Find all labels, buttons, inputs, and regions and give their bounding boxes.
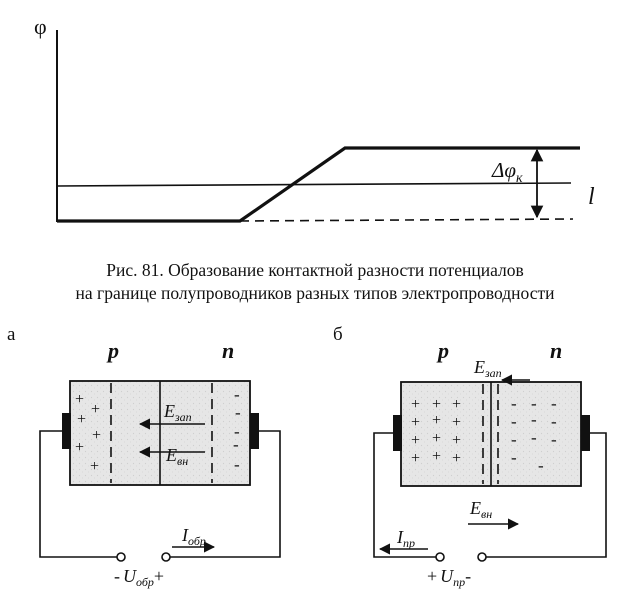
svg-text:+: + bbox=[452, 432, 461, 449]
svg-text:+: + bbox=[77, 411, 86, 428]
svg-text:-: - bbox=[234, 422, 240, 441]
svg-text:+: + bbox=[452, 396, 461, 413]
svg-text:+: + bbox=[92, 427, 101, 444]
svg-text:-: - bbox=[531, 428, 537, 447]
svg-text:-: - bbox=[511, 412, 517, 431]
svg-text:+: + bbox=[75, 439, 84, 456]
panel-b-circuit-right bbox=[486, 432, 607, 558]
panel-b-p-label: p bbox=[436, 338, 449, 363]
panel-a-barrier-field-label: Eзап bbox=[163, 401, 192, 424]
svg-text:-: - bbox=[538, 456, 544, 475]
fermi-level-line bbox=[56, 182, 572, 187]
svg-text:+: + bbox=[452, 450, 461, 467]
reference-dashed-line bbox=[239, 218, 574, 222]
svg-text:-: - bbox=[551, 412, 557, 431]
svg-text:-: - bbox=[531, 394, 537, 413]
svg-text:-: - bbox=[531, 410, 537, 429]
svg-text:-: - bbox=[511, 448, 517, 467]
svg-text:-: - bbox=[511, 394, 517, 413]
panel-a-voltage-label: -Uобр+ bbox=[114, 566, 164, 589]
panel-b-barrier-field-label: Eзап bbox=[473, 357, 502, 380]
svg-text:+: + bbox=[432, 412, 441, 429]
panel-a-reverse-bias: а p n ++ ++ ++ -- -- - Eзап Eвн Iобр -Uо… bbox=[7, 324, 281, 589]
svg-text:-: - bbox=[551, 394, 557, 413]
panel-a-current-label: Iобр bbox=[181, 525, 206, 548]
panel-b-n-label: n bbox=[550, 338, 562, 363]
svg-text:+: + bbox=[432, 396, 441, 413]
panel-b-voltage-label: +Uпр- bbox=[427, 566, 471, 589]
panel-b-terminal-right bbox=[477, 552, 487, 562]
panel-a-right-electrode bbox=[250, 413, 259, 449]
svg-text:+: + bbox=[411, 414, 420, 431]
panel-a-external-field-label: Eвн bbox=[165, 445, 188, 468]
panel-b-current-label: Iпр bbox=[396, 527, 415, 550]
svg-text:-: - bbox=[233, 435, 239, 454]
panel-b-forward-bias: б p n +++ +++ +++ +++ --- --- --- -- Eза… bbox=[333, 324, 607, 589]
svg-text:+: + bbox=[452, 414, 461, 431]
svg-text:-: - bbox=[235, 403, 241, 422]
panel-b-holes: +++ +++ +++ +++ bbox=[411, 396, 461, 467]
panel-b-terminal-left bbox=[435, 552, 445, 562]
panel-b-left-electrode bbox=[393, 415, 402, 451]
panel-b-circuit-left bbox=[373, 432, 436, 558]
svg-text:+: + bbox=[411, 450, 420, 467]
y-axis-label: φ bbox=[34, 14, 47, 39]
panel-a-p-label: p bbox=[106, 338, 119, 363]
caption-line-1: Рис. 81. Образование контактной разности… bbox=[106, 260, 524, 280]
svg-text:+: + bbox=[432, 430, 441, 447]
panel-a-n-label: n bbox=[222, 338, 234, 363]
caption-line-2: на границе полупроводников разных типов … bbox=[76, 283, 555, 303]
svg-text:+: + bbox=[90, 458, 99, 475]
svg-text:-: - bbox=[551, 430, 557, 449]
panel-a-terminal-right bbox=[161, 552, 171, 562]
svg-text:+: + bbox=[411, 432, 420, 449]
svg-text:-: - bbox=[234, 455, 240, 474]
svg-text:+: + bbox=[432, 448, 441, 465]
panel-a-left-electrode bbox=[62, 413, 71, 449]
panel-b-label: б bbox=[333, 324, 343, 345]
svg-text:+: + bbox=[411, 396, 420, 413]
svg-text:+: + bbox=[75, 391, 84, 408]
panel-a-electrons: -- -- - bbox=[233, 385, 241, 474]
panel-b-external-field-label: Eвн bbox=[469, 498, 492, 521]
svg-text:-: - bbox=[511, 430, 517, 449]
svg-text:-: - bbox=[234, 385, 240, 404]
panel-a-terminal-left bbox=[116, 552, 126, 562]
panel-a-holes: + + + + + + bbox=[75, 391, 101, 475]
panel-b-electrons: --- --- --- -- bbox=[511, 394, 557, 475]
panel-a-circuit-left bbox=[39, 430, 117, 558]
svg-text:+: + bbox=[91, 401, 100, 418]
delta-phi-label: Δφк bbox=[491, 158, 523, 186]
x-axis-label: l bbox=[588, 184, 595, 210]
panel-b-right-electrode bbox=[581, 415, 590, 451]
potential-graph: φ Δφк l bbox=[34, 14, 595, 223]
panel-a-circuit-right bbox=[170, 430, 281, 558]
panel-a-label: а bbox=[7, 324, 16, 345]
